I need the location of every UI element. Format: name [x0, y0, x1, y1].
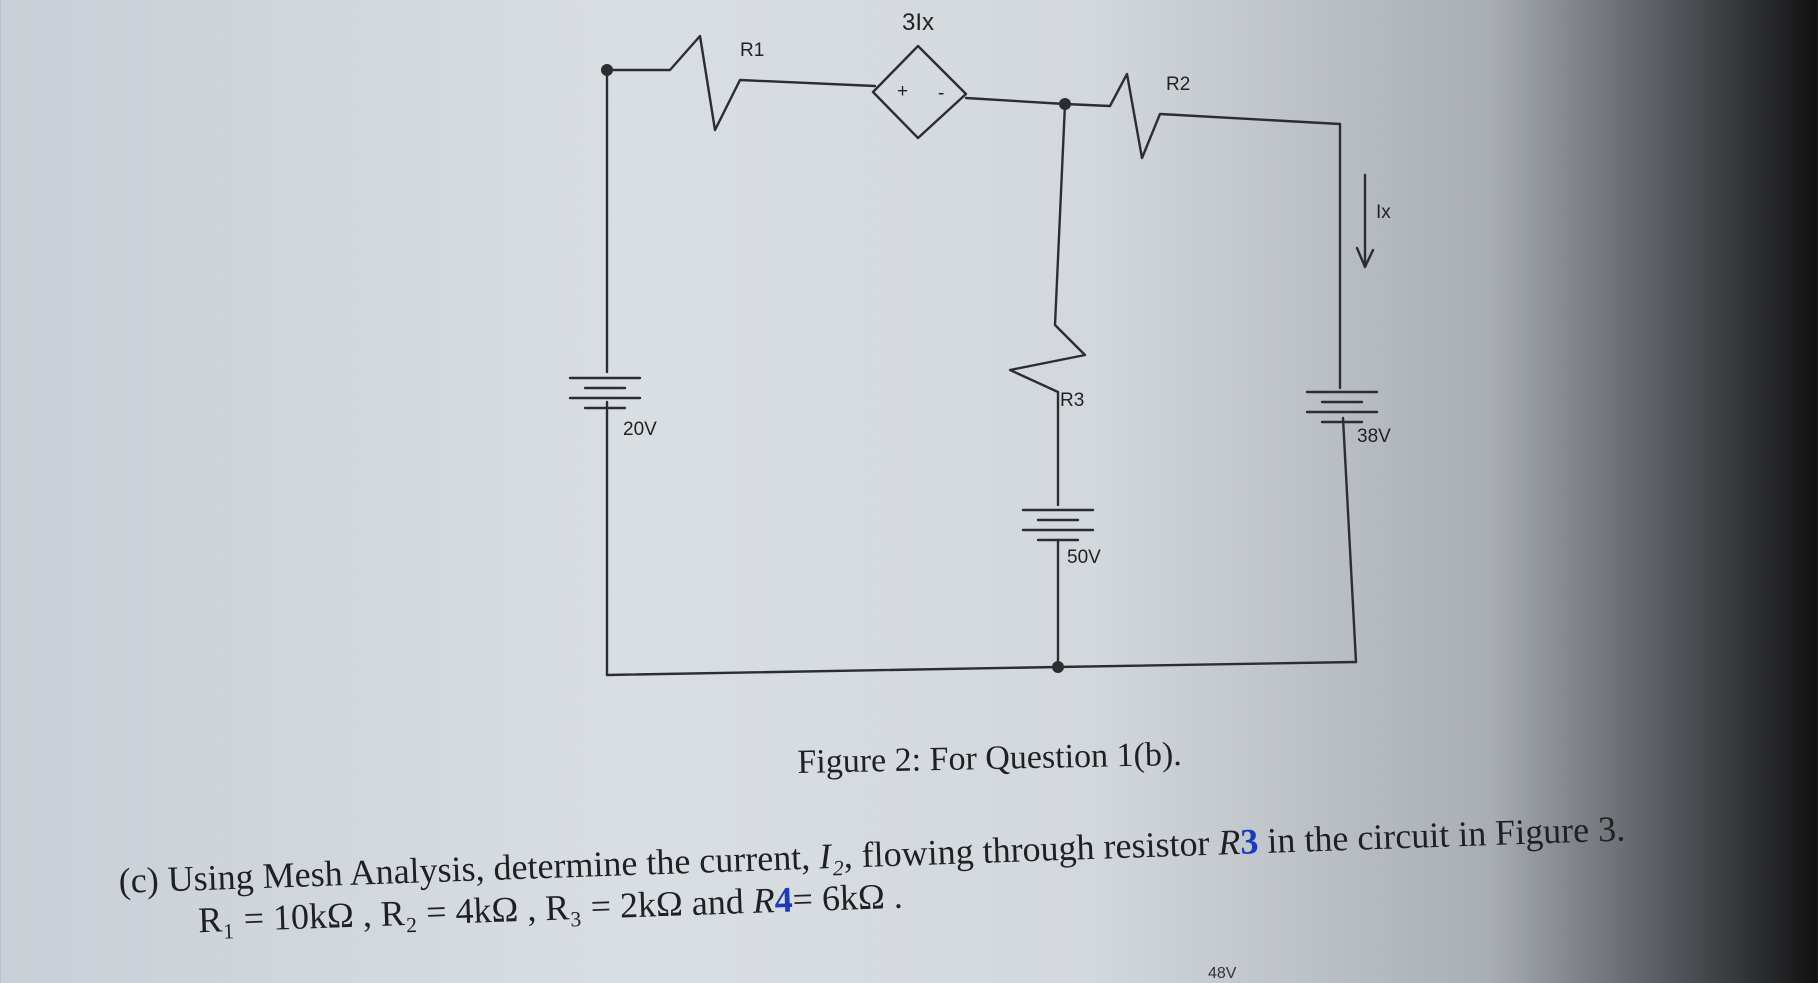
ix-arrow — [1355, 173, 1375, 269]
handwritten-correction-3: 3 — [1239, 821, 1260, 862]
label-38v: 38V — [1357, 426, 1391, 447]
dep-minus-sign: - — [938, 83, 944, 104]
figure-caption: Figure 2: For Question 1(b). — [797, 735, 1183, 781]
top-middle-wire — [964, 96, 1067, 106]
r1-resistor — [605, 34, 877, 132]
label-50v: 50V — [1067, 547, 1101, 568]
r2-resistor — [1063, 72, 1342, 160]
current-symbol: I₂ — [818, 835, 845, 877]
label-r3: R3 — [1060, 390, 1084, 411]
label-dependent-source: 3Ix — [902, 9, 934, 36]
resistor-symbol: R — [1217, 821, 1242, 863]
r4-symbol: R — [751, 880, 776, 921]
cutoff-label: 48V — [1208, 965, 1237, 982]
battery-38v — [1305, 390, 1379, 424]
bottom-wire — [605, 660, 1358, 677]
dep-plus-sign: + — [897, 81, 908, 102]
r4-value: = 6kΩ . — [791, 875, 904, 920]
label-r2: R2 — [1166, 74, 1190, 95]
battery-50v — [1021, 508, 1095, 542]
handwritten-correction-4: 4 — [773, 879, 794, 921]
dependent-source-diamond — [871, 44, 968, 140]
right-wire — [1338, 122, 1358, 664]
label-ix: Ix — [1376, 202, 1391, 223]
label-r1: R1 — [740, 40, 764, 61]
r3-resistor — [1008, 102, 1087, 507]
label-20v: 20V — [623, 419, 657, 440]
battery-20v — [568, 376, 642, 410]
